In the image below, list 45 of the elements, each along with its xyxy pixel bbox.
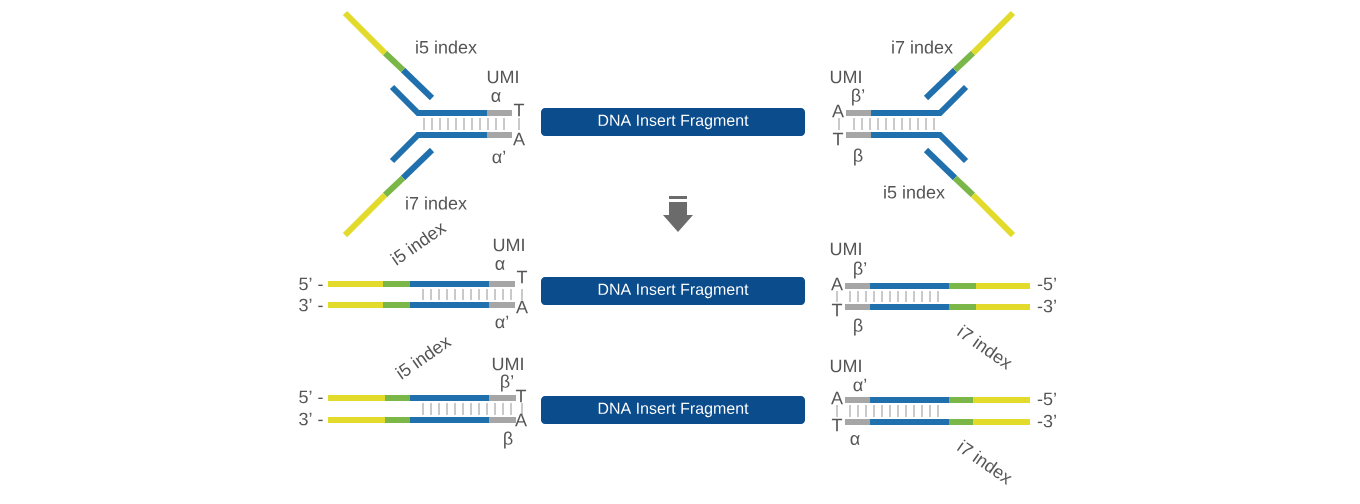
- end-label: 3’ -: [299, 298, 323, 312]
- umi-label: UMI: [830, 242, 861, 256]
- base-label: T: [515, 389, 527, 403]
- fragment-box: DNA Insert Fragment: [541, 108, 805, 136]
- sequence-label: α: [495, 260, 505, 270]
- sequence-label: β’: [852, 88, 865, 106]
- base-label: A: [516, 300, 528, 314]
- fragment-box: DNA Insert Fragment: [541, 396, 805, 424]
- end-label: -5’: [1037, 392, 1056, 406]
- sequence-label: α’: [492, 150, 506, 164]
- end-label: 3’ -: [299, 412, 323, 426]
- end-label: -5’: [1037, 277, 1056, 291]
- base-label: A: [831, 391, 843, 405]
- base-label: A: [832, 104, 844, 118]
- umi-label: UMI: [830, 359, 861, 373]
- base-label: T: [832, 132, 844, 146]
- sequence-label: β’: [501, 374, 514, 392]
- base-label: A: [831, 277, 843, 291]
- sequence-label: α’: [853, 378, 867, 392]
- umi-label: UMI: [492, 357, 523, 371]
- umi-label: UMI: [493, 238, 524, 252]
- strand-label: i5 index: [416, 40, 477, 54]
- fragment-box: DNA Insert Fragment: [541, 277, 805, 305]
- end-label: 5’ -: [299, 390, 323, 404]
- sequence-label: β’: [854, 261, 867, 279]
- strand-label: i7 index: [406, 196, 467, 210]
- end-label: -3’: [1037, 299, 1056, 313]
- sequence-label: α: [491, 92, 501, 102]
- base-label: A: [513, 132, 525, 146]
- strand-label: i7 index: [892, 40, 953, 54]
- base-label: T: [831, 303, 843, 317]
- base-label: T: [516, 270, 528, 284]
- sequence-label: β: [854, 148, 863, 166]
- base-label: T: [513, 103, 525, 117]
- base-label: T: [831, 418, 843, 432]
- umi-label: UMI: [487, 70, 518, 84]
- sequence-label: β: [504, 431, 513, 449]
- base-label: A: [515, 413, 527, 427]
- end-label: 5’ -: [299, 277, 323, 291]
- sequence-label: β: [854, 318, 863, 336]
- sequence-label: α’: [495, 315, 509, 329]
- umi-label: UMI: [830, 70, 861, 84]
- strand-label: i5 index: [884, 185, 945, 199]
- end-label: -3’: [1037, 414, 1056, 428]
- sequence-label: α: [850, 435, 860, 445]
